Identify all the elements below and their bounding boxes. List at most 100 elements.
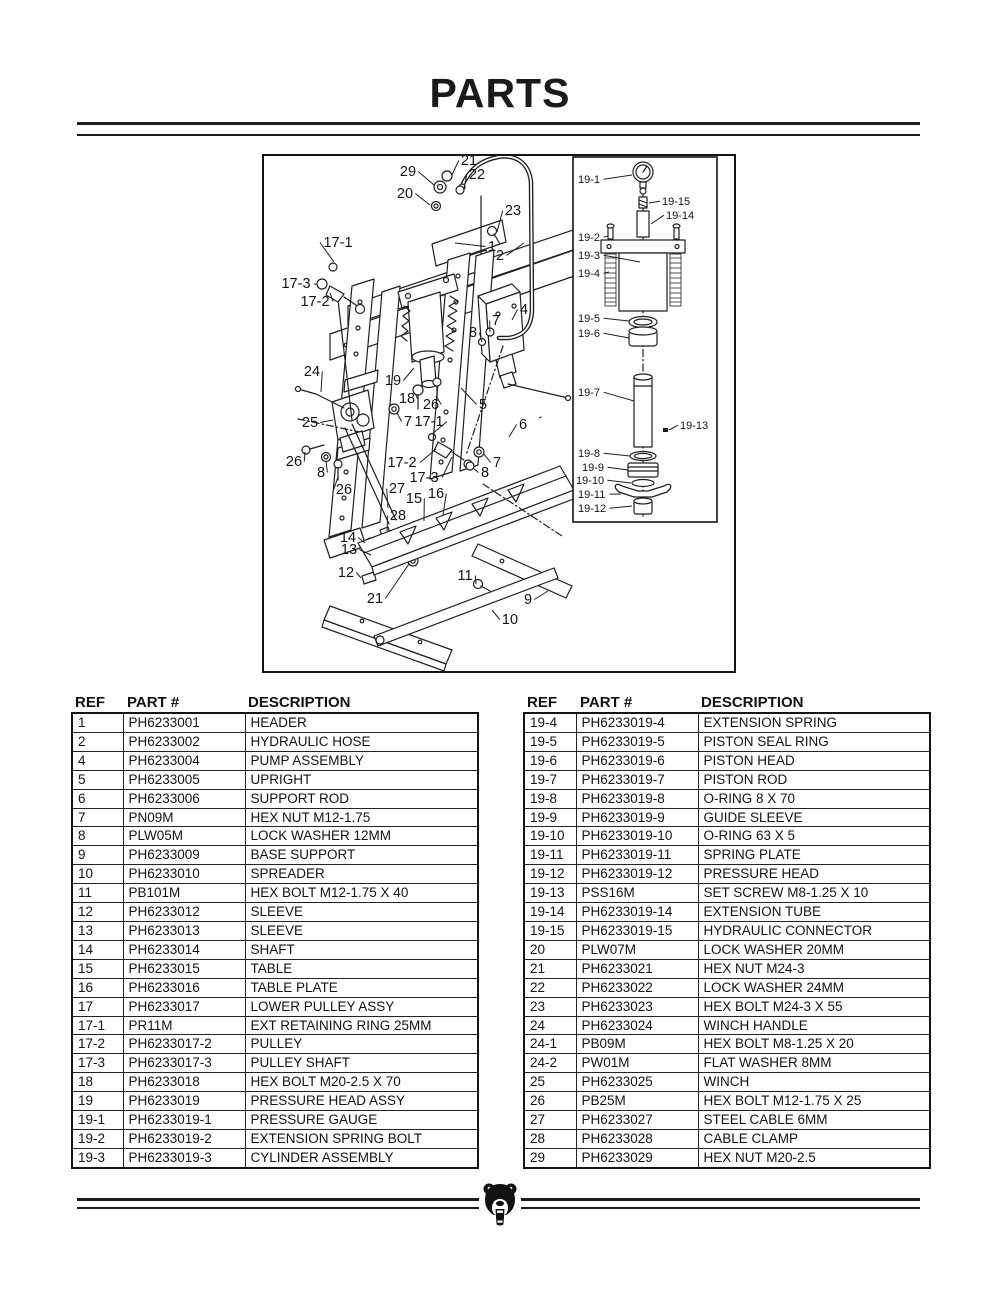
callout-label: 21 [367,591,383,607]
table-cell: PSS16M [575,883,699,904]
table-cell: STEEL CABLE 6MM [697,1110,931,1130]
table-cell: SLEEVE [244,902,479,922]
footer-rule-right-bottom [521,1207,920,1209]
callout-leader-line [496,210,504,233]
table-cell: PLW07M [575,939,699,960]
callout-label: 6 [519,417,527,433]
table-cell: PH6233019-12 [575,864,699,885]
callout-label: 17-1 [414,414,443,430]
callout-leader-line [534,590,549,600]
table-cell: 17-1 [71,1015,124,1036]
header-rule-top [77,122,920,125]
table-cell: 2 [71,731,124,752]
callout-leader-line [329,292,334,302]
callout-leader-line [303,451,306,462]
callout-leader-line [463,174,468,190]
table-cell: PB25M [575,1091,699,1112]
table-cell: 24-2 [523,1053,577,1074]
table-cell: PH6233019-8 [575,788,699,809]
column-header-desc: DESCRIPTION [701,694,804,711]
winch-assembly [294,299,397,525]
callout-leader-line [648,200,661,204]
table-cell: UPRIGHT [244,769,479,790]
table-cell: PH6233019-4 [575,712,699,733]
table-cell: 19-3 [71,1147,124,1169]
table-cell: PISTON ROD [697,769,931,790]
callout-leader-line [359,549,372,556]
table-cell: 20 [523,939,577,960]
support-rod-6 [476,416,542,452]
table-cell: PH6233019-6 [575,750,699,771]
callout-leader-line [313,283,317,286]
callout-label: 27 [389,481,405,497]
callout-leader-line [414,193,431,206]
table-cell: PH6233019-7 [575,769,699,790]
table-cell: PRESSURE HEAD [697,864,931,885]
table-cell: PH6233016 [122,977,246,998]
footer-rule-right-top [521,1198,920,1201]
table-cell: 15 [71,958,124,979]
table-cell: 10 [71,864,124,885]
callout-leader-line [431,421,448,435]
table-cell: 19-12 [523,864,577,885]
callout-label: 16 [428,486,444,502]
table-cell: 19-14 [523,902,577,922]
table-cell: PH6233019-2 [122,1128,246,1149]
callout-label: 26 [423,397,439,413]
footer-rule-left-bottom [77,1207,479,1209]
table-cell: HEX BOLT M20-2.5 X 70 [244,1072,479,1093]
callout-leader-line [386,488,389,509]
table-cell: BASE SUPPORT [244,845,479,866]
callout-leader-line [441,456,453,478]
callout-label: 23 [505,203,521,219]
table-cell: 21 [523,958,577,979]
table-cell: PRESSURE GAUGE [244,1110,479,1130]
table-cell: LOCK WASHER 12MM [244,826,479,847]
table-cell: PH6233009 [122,845,246,866]
table-cell: 25 [523,1072,577,1093]
table-cell: PISTON SEAL RING [697,731,931,752]
callout-label: 19-6 [578,328,600,340]
table-cell: 18 [71,1072,124,1093]
callout-leader-line [460,387,477,405]
callout-leader-line [320,371,323,393]
table-cell: 9 [71,845,124,866]
table-cell: SLEEVE [244,920,479,941]
callout-label: 9 [524,592,532,608]
footer-rule-left-top [77,1198,479,1201]
table-cell: PH6233013 [122,920,246,941]
callout-label: 17-2 [387,455,416,471]
table-cell: PB09M [575,1034,699,1055]
callout-label: 19-4 [578,268,600,280]
callout-leader-line [607,466,629,471]
table-cell: 27 [523,1110,577,1130]
table-cell: 28 [523,1128,577,1149]
callout-leader-line [396,412,403,422]
callout-label: 19-13 [680,420,708,432]
callout-label: 5 [479,397,487,413]
callout-label: 10 [502,612,518,628]
table-cell: PH6233029 [575,1147,699,1169]
callout-label: 8 [481,465,489,481]
callout-leader-line [384,563,410,599]
callout-label: 8 [317,465,325,481]
callout-leader-line [668,424,679,431]
